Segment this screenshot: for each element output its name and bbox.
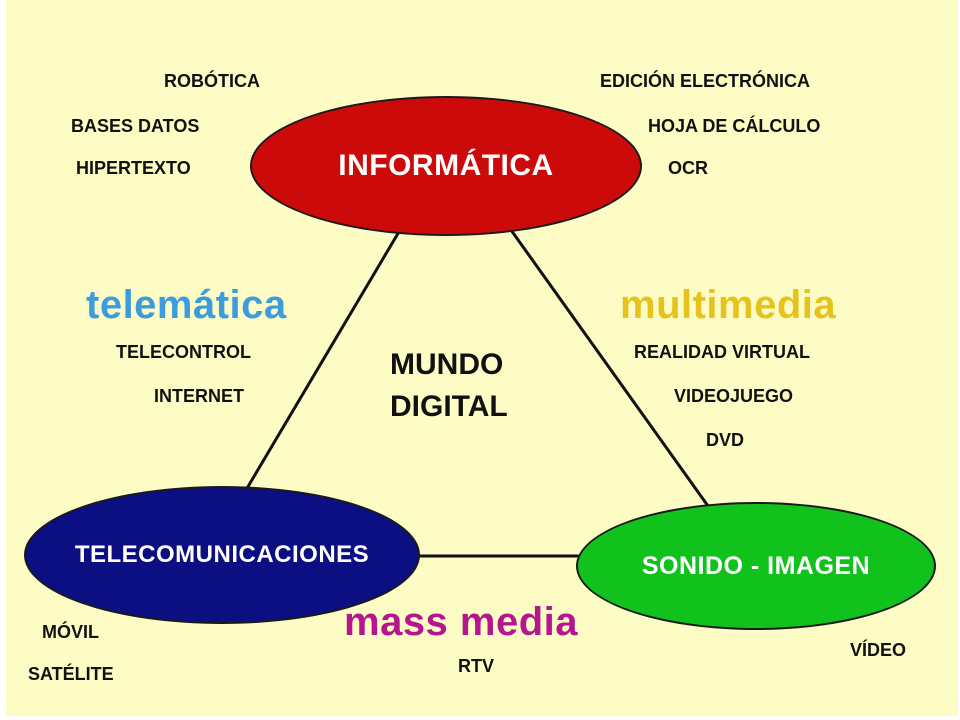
label-satelite: SATÉLITE <box>28 664 114 684</box>
category-mass-media: mass media <box>344 600 579 644</box>
label-edicion-electronica: EDICIÓN ELECTRÓNICA <box>600 71 811 91</box>
center-line-1: MUNDO <box>390 348 504 381</box>
label-internet: INTERNET <box>154 386 244 406</box>
link-informatica-telecom <box>244 229 402 491</box>
node-telecomunicaciones: TELECOMUNICACIONES <box>24 486 420 624</box>
center-line-2: DIGITAL <box>390 390 508 423</box>
diagram-canvas: INFORMÁTICA TELECOMUNICACIONES SONIDO - … <box>6 0 958 716</box>
label-videojuego: VIDEOJUEGO <box>674 386 794 406</box>
category-multimedia: multimedia <box>620 283 837 327</box>
label-movil: MÓVIL <box>42 622 99 642</box>
category-telematica: telemática <box>86 283 287 327</box>
label-hoja-de-calculo: HOJA DE CÁLCULO <box>648 116 821 136</box>
label-video: VÍDEO <box>850 640 907 660</box>
center-title: MUNDO DIGITAL <box>390 344 508 428</box>
connector-lines <box>244 229 710 558</box>
label-telecontrol: TELECONTROL <box>116 342 251 362</box>
node-sonido-imagen: SONIDO - IMAGEN <box>576 502 936 630</box>
label-robotica: ROBÓTICA <box>164 71 260 91</box>
label-ocr: OCR <box>668 158 708 178</box>
link-informatica-sonido <box>509 229 710 507</box>
label-rtv: RTV <box>458 656 494 676</box>
label-dvd: DVD <box>706 430 745 450</box>
label-realidad-virtual: REALIDAD VIRTUAL <box>634 342 810 362</box>
node-informatica: INFORMÁTICA <box>250 96 642 236</box>
label-bases-datos: BASES DATOS <box>71 116 200 136</box>
label-hipertexto: HIPERTEXTO <box>76 158 191 178</box>
